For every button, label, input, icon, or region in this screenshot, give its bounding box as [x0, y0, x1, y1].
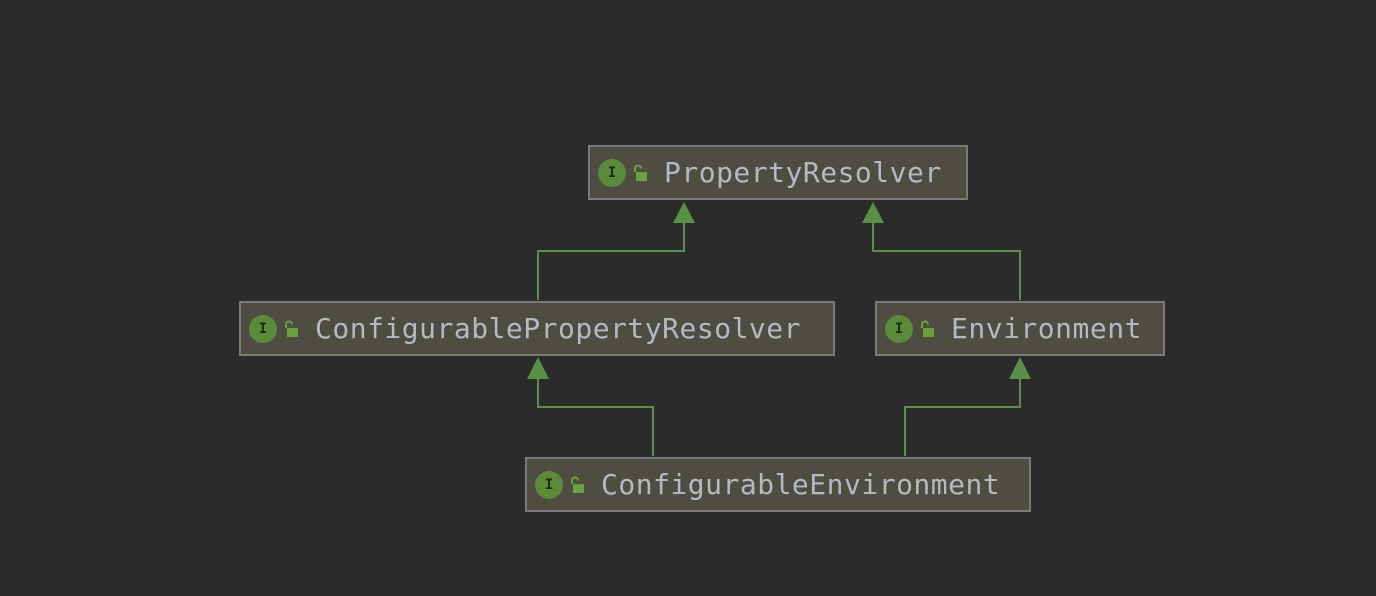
node-propertyresolver[interactable]: I PropertyResolver [588, 145, 968, 200]
edge-configurablepropertyresolver-to-propertyresolver [537, 222, 685, 300]
node-label: Environment [951, 312, 1142, 345]
node-label: ConfigurablePropertyResolver [315, 312, 802, 345]
public-lock-icon [571, 476, 584, 493]
node-label: ConfigurableEnvironment [601, 468, 1001, 501]
interface-icon: I [885, 314, 913, 343]
node-label: PropertyResolver [664, 156, 942, 189]
public-lock-icon [285, 320, 298, 337]
interface-icon: I [598, 158, 626, 187]
public-lock-icon [921, 320, 934, 337]
node-configurablepropertyresolver[interactable]: I ConfigurablePropertyResolver [239, 301, 835, 356]
node-environment[interactable]: I Environment [875, 301, 1165, 356]
edge-arrowhead [673, 202, 695, 223]
edge-arrowhead [527, 357, 549, 379]
node-configurableenvironment[interactable]: I ConfigurableEnvironment [525, 457, 1031, 512]
edge-arrowhead [862, 202, 884, 223]
edge-environment-to-propertyresolver [872, 222, 1021, 300]
edge-arrowhead [1009, 357, 1031, 379]
edge-configurableenvironment-to-configurablepropertyresolver [537, 378, 654, 456]
edge-configurableenvironment-to-environment [904, 378, 1021, 456]
interface-icon: I [535, 470, 563, 499]
public-lock-icon [634, 164, 647, 181]
interface-icon: I [249, 314, 277, 343]
